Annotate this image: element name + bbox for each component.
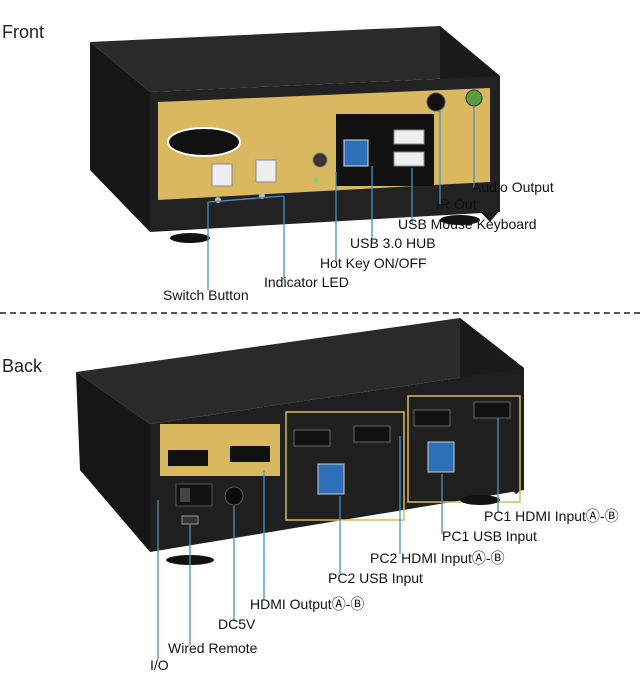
label-pc2-usb-input: PC2 USB Input bbox=[328, 570, 423, 586]
label-indicator-led: Indicator LED bbox=[264, 274, 349, 290]
label-pc1-usb-input: PC1 USB Input bbox=[442, 528, 537, 544]
label-io: I/O bbox=[150, 657, 169, 673]
label-switch-button: Switch Button bbox=[163, 287, 249, 303]
label-hdmi-output: HDMI OutputⒶ-Ⓑ bbox=[250, 596, 365, 612]
label-ir-out: IR Out bbox=[436, 196, 477, 212]
label-pc1-hdmi-input: PC1 HDMI InputⒶ-Ⓑ bbox=[484, 508, 619, 524]
label-dc5v: DC5V bbox=[218, 616, 256, 632]
section-divider bbox=[0, 312, 640, 314]
back-device bbox=[76, 318, 524, 565]
label-hot-key: Hot Key ON/OFF bbox=[320, 255, 427, 271]
label-usb-hub: USB 3.0 HUB bbox=[350, 235, 436, 251]
label-audio-output: Audio Output bbox=[472, 179, 554, 195]
label-wired-remote: Wired Remote bbox=[168, 640, 258, 656]
front-title: Front bbox=[2, 22, 45, 42]
back-title: Back bbox=[2, 356, 43, 376]
callout-lines bbox=[157, 106, 499, 660]
label-pc2-hdmi-input: PC2 HDMI InputⒶ-Ⓑ bbox=[370, 550, 505, 566]
label-usb-mouse-keyboard: USB Mouse Keyboard bbox=[398, 216, 537, 232]
